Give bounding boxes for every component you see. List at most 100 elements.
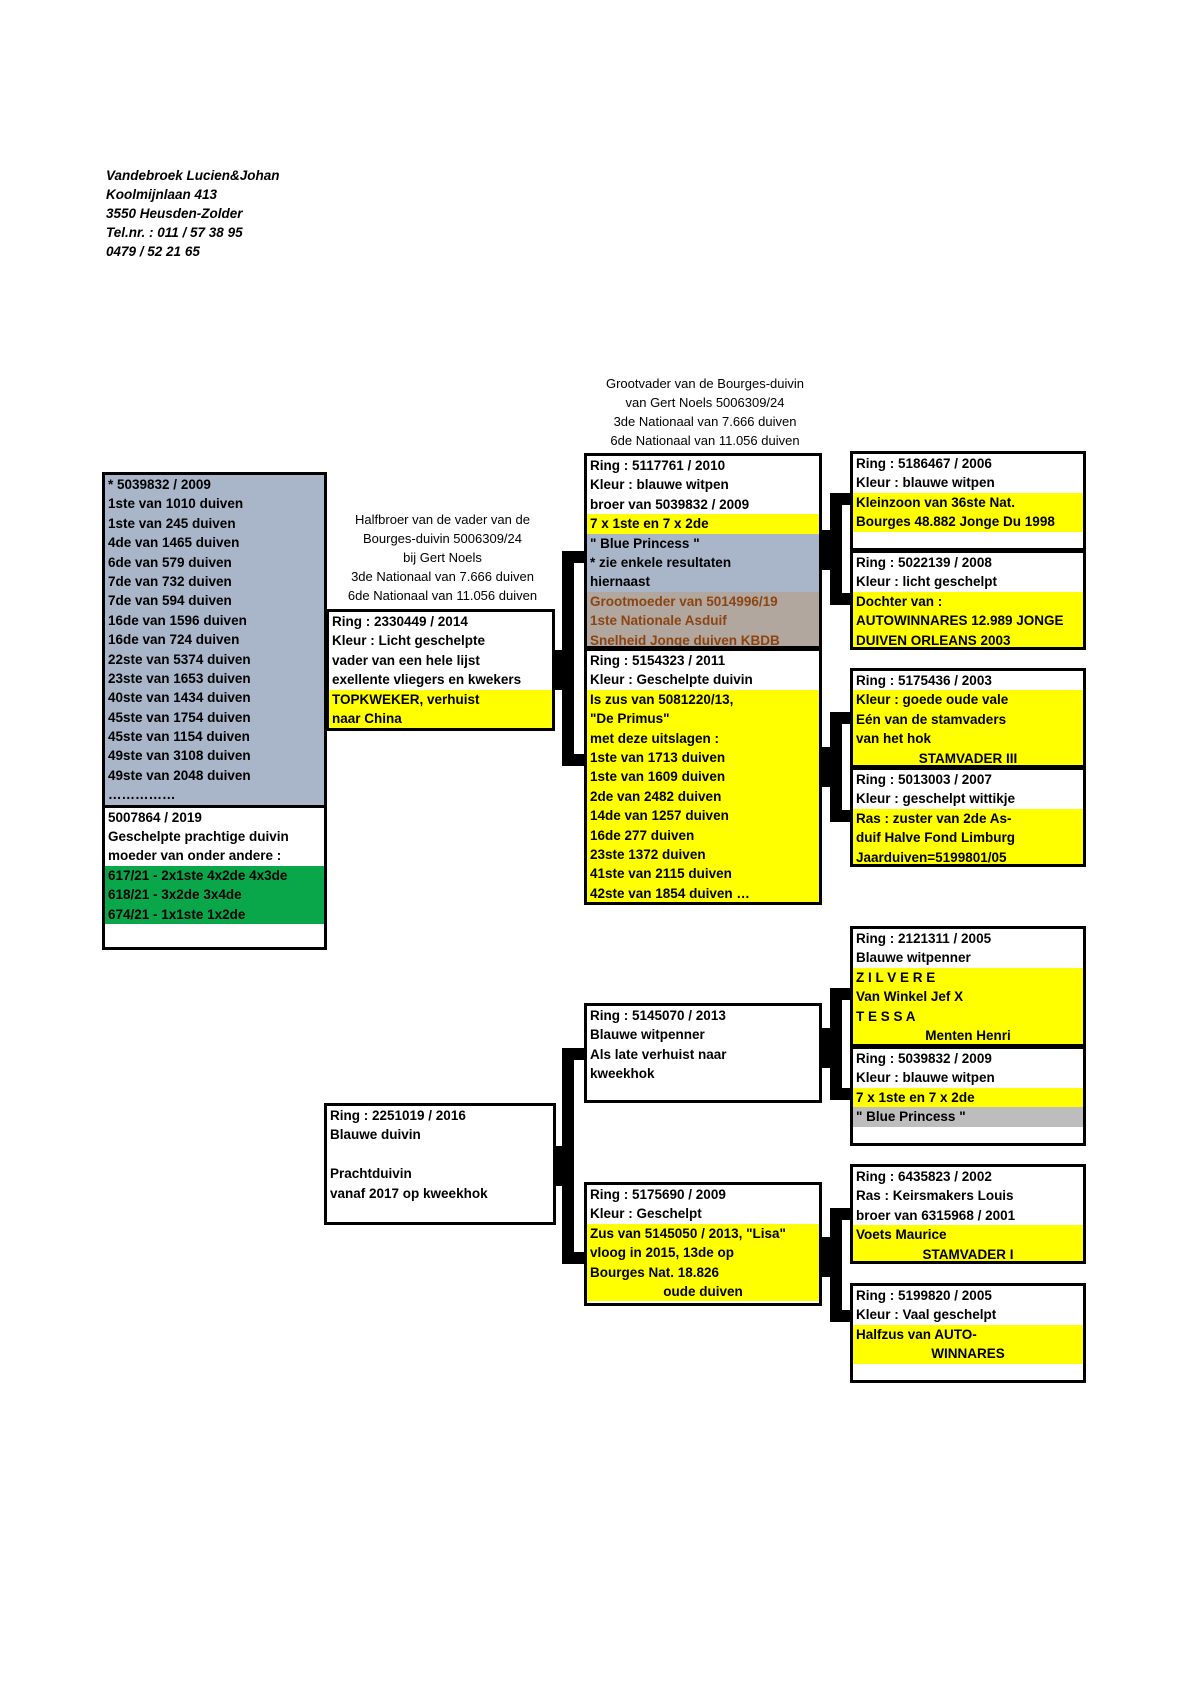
- ds-ring: Ring : 5145070 / 2013: [590, 1008, 726, 1023]
- dam-sire-box: Ring : 5145070 / 2013 Blauwe witpenner A…: [584, 1003, 822, 1103]
- ss-grandmother-note: Grootmoeder van 5014996/19: [587, 591, 819, 612]
- dam-dam-box: Ring : 5175690 / 2009 Kleur : Geschelpt …: [584, 1182, 822, 1306]
- sd-note: "De Primus": [587, 709, 819, 729]
- dd-note: vloog in 2015, 13de op: [587, 1243, 819, 1263]
- caption-line: van Gert Noels 5006309/24: [625, 395, 785, 410]
- result-line: 23ste van 1653 duiven: [105, 668, 324, 689]
- ssd-note: DUIVEN ORLEANS 2003: [853, 630, 1083, 647]
- result-line: 7de van 732 duiven: [105, 571, 324, 592]
- result-line: 22ste van 5374 duiven: [105, 649, 324, 669]
- result-line: 40ste van 1434 duiven: [105, 688, 324, 708]
- sire-highlight: naar China: [329, 708, 552, 728]
- sd-result: 41ste van 2115 duiven: [587, 864, 819, 884]
- sdd-colour: Kleur : geschelpt wittikje: [856, 791, 1016, 807]
- caption-line: bij Gert Noels: [403, 550, 482, 565]
- connector-dd-bottom: [830, 1310, 852, 1322]
- dsd-nickname: " Blue Princess ": [853, 1107, 1083, 1127]
- sds-box: Ring : 5175436 / 2003 Kleur : goede oude…: [850, 668, 1086, 768]
- dss-note: T E S S A: [853, 1006, 1083, 1026]
- ss-ring: Ring : 5117761 / 2010: [590, 458, 726, 473]
- sdd-note: Ras : zuster van 2de As-: [853, 808, 1083, 829]
- dd-note: oude duiven: [587, 1281, 819, 1302]
- sd-result: 1ste van 1713 duiven: [587, 747, 819, 768]
- grandfather-caption: Grootvader van de Bourges-duivin van Ger…: [580, 374, 830, 450]
- sdd-note: Jaarduiven=5199801/05: [853, 847, 1083, 864]
- caption-line: 6de Nationaal van 11.056 duiven: [610, 433, 800, 448]
- caption-line: 3de Nationaal van 7.666 duiven: [351, 569, 534, 584]
- ssd-colour: Kleur : licht geschelpt: [856, 574, 998, 590]
- subject-box: * 5039832 / 2009 1ste van 1010 duiven 1s…: [102, 472, 327, 950]
- ssd-note: Dochter van :: [853, 591, 1083, 612]
- dss-note: Z I L V E R E: [853, 967, 1083, 988]
- caption-line: Halfbroer van de vader van de: [355, 512, 530, 527]
- subject-ring: * 5039832 / 2009: [105, 475, 324, 495]
- dss-note: Van Winkel Jef X: [853, 987, 1083, 1007]
- breeder-city: 3550 Heusden-Zolder: [106, 206, 243, 221]
- ss-colour: Kleur : blauwe witpen: [590, 477, 729, 493]
- dds-box: Ring : 6435823 / 2002 Ras : Keirsmakers …: [850, 1164, 1086, 1264]
- connector-dam-bottom: [562, 1252, 586, 1264]
- ss-grandmother-note: Snelheid Jonge duiven KBDB: [587, 630, 819, 646]
- sds-ring: Ring : 5175436 / 2003: [856, 673, 992, 688]
- sd-note: Is zus van 5081220/13,: [587, 689, 819, 710]
- sss-note: Kleinzoon van 36ste Nat.: [853, 492, 1083, 513]
- connector-sire-bottom: [562, 754, 586, 766]
- caption-line: Grootvader van de Bourges-duivin: [605, 376, 804, 391]
- sire-dam-box: Ring : 5154323 / 2011 Kleur : Geschelpte…: [584, 648, 822, 905]
- sss-ring: Ring : 5186467 / 2006: [856, 456, 992, 471]
- dds-note: Voets Maurice: [853, 1225, 1083, 1245]
- sss-note: Bourges 48.882 Jonge Du 1998: [853, 512, 1083, 532]
- dd-colour: Kleur : Geschelpt: [590, 1206, 702, 1222]
- sd-ring: Ring : 5154323 / 2011: [590, 653, 726, 668]
- ssd-note: AUTOWINNARES 12.989 JONGE: [853, 611, 1083, 631]
- sdd-box: Ring : 5013003 / 2007 Kleur : geschelpt …: [850, 767, 1086, 867]
- ss-note: hiernaast: [587, 572, 819, 592]
- result-line: 1ste van 245 duiven: [105, 513, 324, 534]
- dsd-wins: 7 x 1ste en 7 x 2de: [853, 1087, 1083, 1108]
- result-line: 49ste van 2048 duiven: [105, 765, 324, 786]
- ss-note: * zie enkele resultaten: [587, 552, 819, 573]
- dam-colour: Blauwe duivin: [330, 1127, 421, 1143]
- sire-colour: Kleur : Licht geschelpte: [332, 633, 486, 649]
- sds-note: Eén van de stamvaders: [853, 709, 1083, 730]
- breeder-mobile: 0479 / 52 21 65: [106, 244, 200, 259]
- connector-ss-top: [830, 493, 852, 505]
- dd-note: Bourges Nat. 18.826: [587, 1262, 819, 1282]
- dss-colour: Blauwe witpenner: [856, 950, 971, 966]
- connector-ds-vertical: [830, 988, 842, 1100]
- breeder-phone: Tel.nr. : 011 / 57 38 95: [106, 225, 243, 240]
- breeder-street: Koolmijnlaan 413: [106, 187, 218, 202]
- dsd-box: Ring : 5039832 / 2009 Kleur : blauwe wit…: [850, 1046, 1086, 1146]
- caption-line: 3de Nationaal van 7.666 duiven: [613, 414, 797, 429]
- connector-dd-top: [830, 1208, 852, 1220]
- sire-highlight: TOPKWEKER, verhuist: [329, 689, 552, 709]
- dsd-ring: Ring : 5039832 / 2009: [856, 1051, 992, 1066]
- dds-ring: Ring : 6435823 / 2002: [856, 1169, 992, 1184]
- dam-note: Prachtduivin: [330, 1166, 412, 1182]
- connector-ss-bottom: [830, 593, 852, 605]
- sire-sire-box: Ring : 5117761 / 2010 Kleur : blauwe wit…: [584, 453, 822, 649]
- result-line: 49ste van 3108 duiven: [105, 746, 324, 766]
- dss-note: Menten Henri: [853, 1025, 1083, 1044]
- dam-note: vanaf 2017 op kweekhok: [330, 1185, 488, 1201]
- breeder-address: Vandebroek Lucien&Johan Koolmijnlaan 413…: [106, 166, 280, 261]
- dss-ring: Ring : 2121311 / 2005: [856, 931, 992, 946]
- sd-note: met deze uitslagen :: [587, 728, 819, 748]
- ss-nickname: " Blue Princess ": [587, 533, 819, 553]
- offspring-line: 618/21 - 3x2de 3x4de: [105, 885, 324, 905]
- connector-sire-vertical: [562, 551, 574, 766]
- connector-sd-vertical: [830, 712, 842, 822]
- connector-ds-top: [830, 988, 852, 1000]
- sd-result: 42ste van 1854 duiven …: [587, 883, 819, 902]
- ssd-ring: Ring : 5022139 / 2008: [856, 555, 992, 570]
- result-ellipsis: ……………: [105, 785, 324, 808]
- sd-result: 1ste van 1609 duiven: [587, 767, 819, 787]
- dss-box: Ring : 2121311 / 2005 Blauwe witpenner Z…: [850, 926, 1086, 1047]
- dd-ring: Ring : 5175690 / 2009: [590, 1187, 726, 1202]
- connector-sd-bottom: [830, 810, 852, 822]
- sss-colour: Kleur : blauwe witpen: [856, 475, 995, 491]
- sd-result: 2de van 2482 duiven: [587, 786, 819, 807]
- sss-box: Ring : 5186467 / 2006 Kleur : blauwe wit…: [850, 451, 1086, 551]
- sd-result: 14de van 1257 duiven: [587, 806, 819, 826]
- ss-note: broer van 5039832 / 2009: [590, 496, 750, 512]
